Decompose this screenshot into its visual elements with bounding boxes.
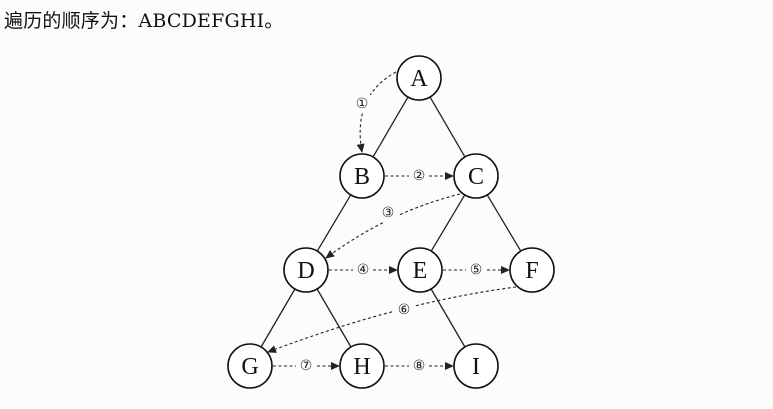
node-label: C <box>468 164 484 190</box>
traversal-caption: 遍历的顺序为：ABCDEFGHI。 <box>4 8 284 34</box>
node-circle <box>509 247 555 293</box>
node-circle <box>453 343 499 389</box>
tree-node-e: E <box>397 247 443 293</box>
step-label-bg <box>466 261 486 279</box>
step-label-bg <box>409 167 429 185</box>
traversal-step-label: ① <box>356 96 369 112</box>
tree-node-b: B <box>339 153 385 199</box>
traversal-step-label: ⑤ <box>470 262 483 278</box>
node-circle <box>339 153 385 199</box>
caption-sequence: ABCDEFGHI。 <box>138 10 284 32</box>
step-label-bg <box>353 261 373 279</box>
node-label: I <box>472 354 480 380</box>
tree-edge-a-c <box>429 96 466 158</box>
tree-edges <box>260 96 522 348</box>
node-circle <box>397 247 443 293</box>
traversal-step-1: ① <box>352 71 397 153</box>
tree-node-h: H <box>339 343 385 389</box>
caption-prefix: 遍历的顺序为： <box>4 10 139 32</box>
tree-nodes: A B C D E F G H I <box>227 55 555 389</box>
node-circle <box>453 153 499 199</box>
node-label: A <box>410 66 428 92</box>
traversal-step-label: ⑦ <box>300 358 313 374</box>
node-circle <box>339 343 385 389</box>
traversal-step-8: ⑧ <box>385 357 454 375</box>
tree-edge-c-f <box>486 194 522 252</box>
tree-node-a: A <box>396 55 442 101</box>
traversal-step-5: ⑤ <box>443 261 510 279</box>
traversal-step-label: ⑧ <box>413 358 426 374</box>
traversal-arrows: ① ② ③ ④ ⑤ ⑥ ⑦ ⑧ <box>267 71 517 375</box>
node-label: B <box>354 164 370 190</box>
tree-edge-e-i <box>430 288 466 348</box>
traversal-step-label: ② <box>413 168 426 184</box>
traversal-arrow <box>267 286 517 353</box>
tree-node-d: D <box>283 247 329 293</box>
node-circle <box>283 247 329 293</box>
traversal-step-label: ⑥ <box>398 302 411 318</box>
step-label-bg <box>352 95 372 113</box>
traversal-step-4: ④ <box>329 261 398 279</box>
node-circle <box>227 343 273 389</box>
traversal-step-label: ③ <box>382 205 395 221</box>
traversal-step-6: ⑥ <box>267 286 517 353</box>
node-label: D <box>297 258 314 284</box>
step-label-bg <box>394 301 414 319</box>
tree-node-f: F <box>509 247 555 293</box>
node-label: E <box>413 258 428 284</box>
tree-node-i: I <box>453 343 499 389</box>
tree-edge-c-e <box>430 194 466 252</box>
node-label: G <box>241 354 258 380</box>
traversal-step-7: ⑦ <box>273 357 340 375</box>
traversal-step-3: ③ <box>325 193 461 259</box>
tree-edge-d-h <box>316 288 352 348</box>
node-label: F <box>525 258 538 284</box>
node-label: H <box>353 354 370 380</box>
step-label-bg <box>296 357 316 375</box>
step-label-bg <box>409 357 429 375</box>
tree-edge-d-g <box>260 288 296 348</box>
tree-node-g: G <box>227 343 273 389</box>
tree-edge-a-b <box>372 96 409 158</box>
tree-node-c: C <box>453 153 499 199</box>
node-circle <box>396 55 442 101</box>
tree-edge-b-d <box>316 194 352 252</box>
step-label-bg <box>378 204 398 222</box>
traversal-step-label: ④ <box>357 262 370 278</box>
traversal-step-2: ② <box>385 167 454 185</box>
